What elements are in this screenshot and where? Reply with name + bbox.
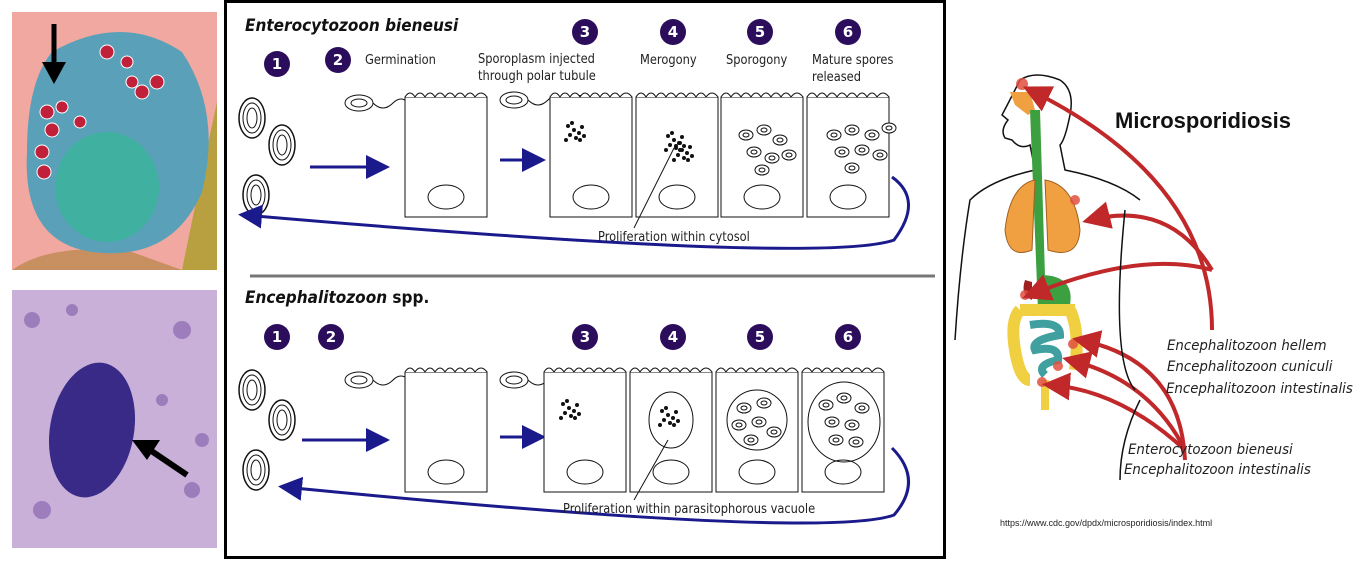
label-sporogony: Sporogony — [726, 53, 788, 68]
step-5: 5 — [747, 324, 773, 350]
label-proliferation-vacuole: Proliferation within parasitophorous vac… — [563, 502, 816, 517]
label-sporoplasm: Sporoplasm injected through polar tubule — [478, 52, 596, 84]
life-cycle-drawing — [238, 91, 935, 525]
top-title: Enterocytozoon bieneusi — [245, 16, 459, 36]
bottom-title-genus: Encephalitozoon — [245, 288, 388, 308]
human-body-diagram — [954, 74, 1214, 481]
label-proliferation-cytosol: Proliferation within cytosol — [598, 230, 750, 245]
microsporidiosis-title: Microsporidiosis — [1115, 108, 1292, 133]
bottom-title: Encephalitozoon spp. — [245, 288, 429, 308]
label-mature-spores: Mature spores released — [812, 53, 894, 85]
species-label: Encephalitozoon hellem — [1167, 338, 1327, 354]
histology-micrograph — [12, 290, 217, 548]
bottom-title-suffix: spp. — [392, 288, 430, 308]
label-merogony: Merogony — [640, 53, 697, 68]
species-label: Enterocytozoon bieneusi — [1128, 442, 1293, 458]
step-4: 4 — [660, 324, 686, 350]
step-3: 3 — [572, 324, 598, 350]
top-spores — [238, 97, 296, 216]
step-5: 5 — [747, 19, 773, 45]
step-1: 1 — [264, 51, 290, 77]
step-2: 2 — [325, 47, 351, 73]
step-4: 4 — [660, 19, 686, 45]
species-label: Encephalitozoon intestinalis — [1166, 381, 1353, 397]
life-cycle-panel — [224, 0, 946, 559]
step-3: 3 — [572, 19, 598, 45]
bottom-spores — [238, 369, 296, 491]
step-2: 2 — [318, 324, 344, 350]
species-label: Encephalitozoon intestinalis — [1124, 462, 1311, 478]
label-germination: Germination — [365, 53, 436, 68]
electron-micrograph — [12, 12, 217, 270]
source-url: https://www.cdc.gov/dpdx/microsporidiosi… — [1000, 518, 1213, 528]
species-label: Encephalitozoon cuniculi — [1167, 359, 1333, 375]
step-6: 6 — [835, 19, 861, 45]
step-6: 6 — [835, 324, 861, 350]
step-1: 1 — [264, 324, 290, 350]
